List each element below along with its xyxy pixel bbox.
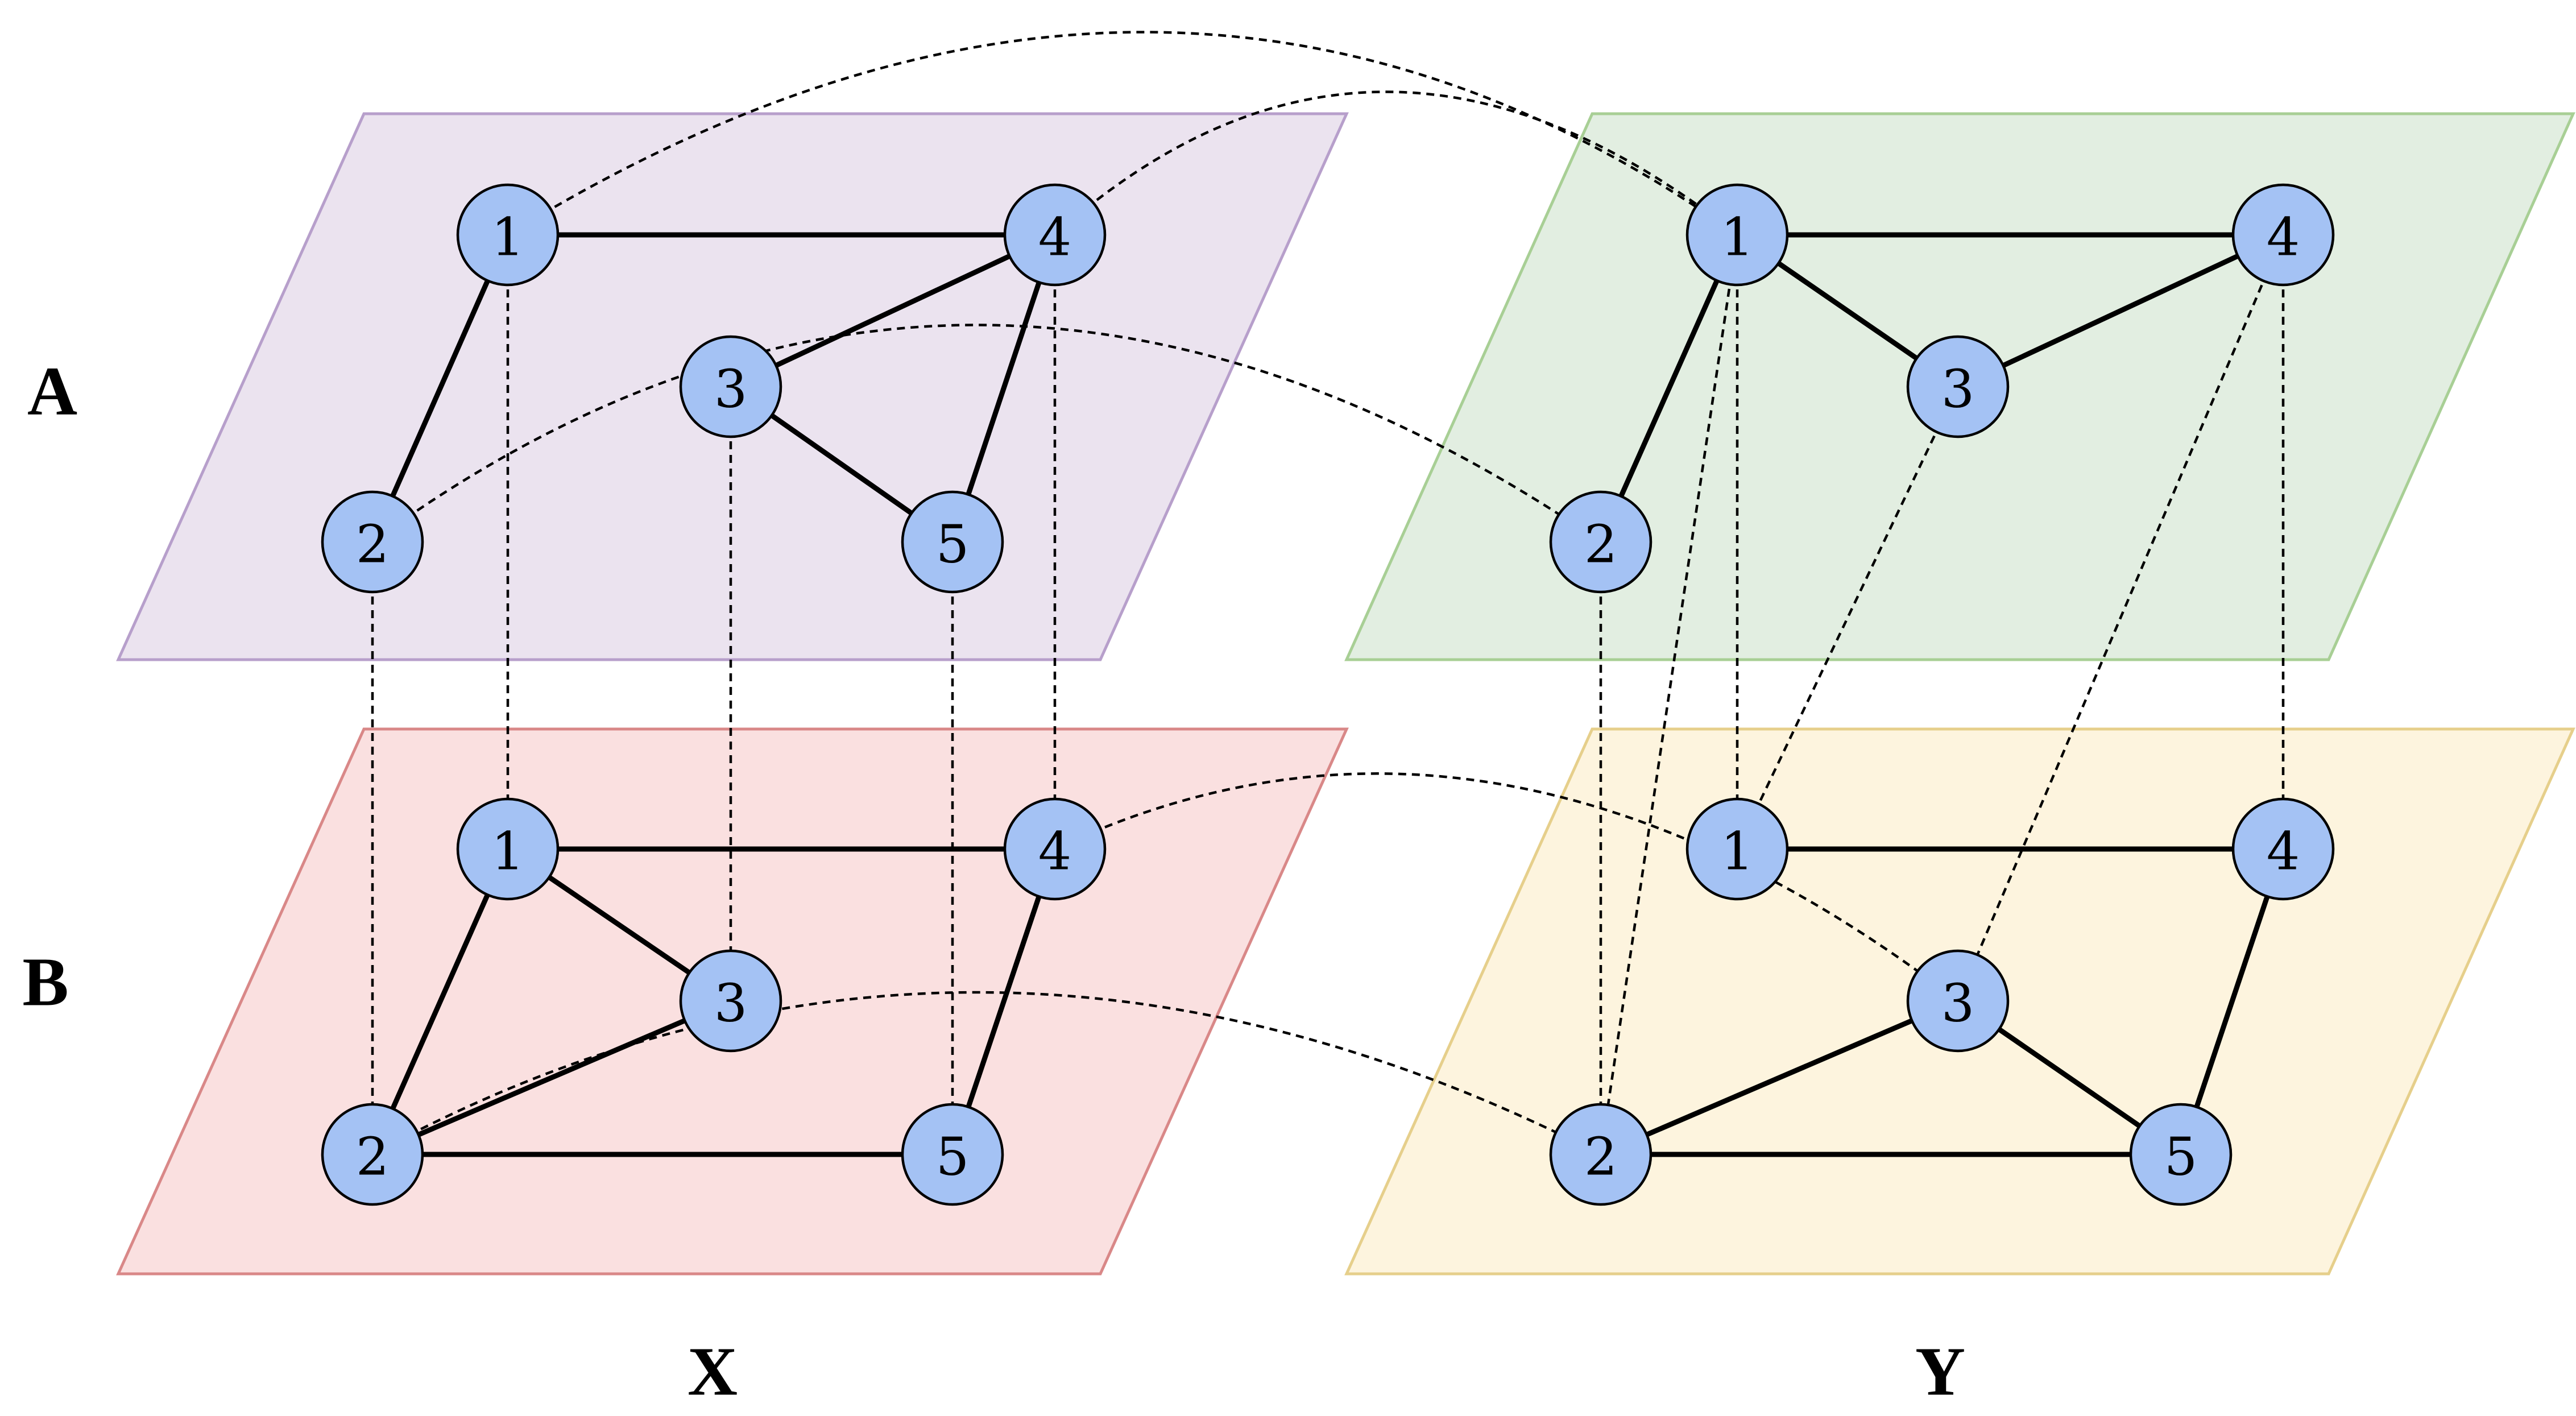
node-circle — [1685, 797, 1789, 901]
node-label: 1 — [1721, 207, 1754, 268]
node-label: 2 — [1584, 514, 1618, 575]
node-ax-4: 4 — [1003, 183, 1107, 287]
node-circle — [456, 797, 560, 901]
node-label: 4 — [1038, 821, 1072, 882]
edge-by-2-3 — [1598, 998, 1961, 1157]
node-label: 3 — [1941, 359, 1975, 420]
node-label: 2 — [356, 1127, 390, 1187]
node-by-3: 3 — [1906, 949, 2010, 1053]
interlayer-link-ay3-by1 — [1736, 386, 1960, 850]
edge-ay-3-4 — [1955, 232, 2286, 390]
interlayer-link-ax1-ay1 — [507, 31, 1738, 236]
node-label: 2 — [1584, 1127, 1618, 1187]
node-circle — [901, 490, 1004, 594]
node-circle — [456, 183, 560, 287]
node-label: 3 — [714, 359, 748, 420]
node-label: 2 — [356, 514, 390, 575]
node-ay-3: 3 — [1906, 335, 2010, 438]
node-ax-2: 2 — [321, 490, 424, 594]
interlayer-link-ay1-by2 — [1599, 234, 1739, 1155]
node-ax-3: 3 — [679, 335, 782, 438]
node-by-2: 2 — [1549, 1103, 1653, 1206]
node-ay-4: 4 — [2231, 183, 2335, 287]
nodes: 1 2 3 4 5 1 2 3 4 5 1 2 3 4 1 2 3 4 5 — [321, 183, 2335, 1206]
row-label-a: A — [27, 353, 77, 430]
node-circle — [1906, 949, 2010, 1053]
node-circle — [1685, 183, 1789, 287]
node-label: 3 — [1941, 973, 1975, 1034]
node-bx-4: 4 — [1003, 797, 1107, 901]
node-by-4: 4 — [2231, 797, 2335, 901]
node-circle — [1549, 490, 1653, 594]
node-label: 5 — [936, 514, 970, 575]
interlayer-link-ax4-ay1 — [1054, 90, 1738, 236]
edge-bx-4-5 — [950, 846, 1058, 1157]
node-label: 1 — [491, 821, 525, 882]
node-circle — [2231, 183, 2335, 287]
node-bx-1: 1 — [456, 797, 560, 901]
node-circle — [321, 1103, 424, 1206]
interlayer-link-ay4-by3 — [1956, 234, 2285, 1001]
edge-ax-1-2 — [370, 232, 511, 545]
intralayer-edges — [370, 232, 2286, 1157]
node-label: 4 — [1038, 207, 1072, 268]
node-by-5: 5 — [2129, 1103, 2233, 1206]
node-ay-2: 2 — [1549, 490, 1653, 594]
node-label: 1 — [491, 207, 525, 268]
node-bx-5: 5 — [901, 1103, 1004, 1206]
node-circle — [679, 949, 782, 1053]
node-label: 5 — [2164, 1127, 2198, 1187]
node-circle — [1906, 335, 2010, 438]
node-bx-3: 3 — [679, 949, 782, 1053]
edge-by-4-5 — [2178, 846, 2286, 1157]
node-circle — [1003, 183, 1107, 287]
node-label: 4 — [2267, 821, 2300, 882]
node-ax-1: 1 — [456, 183, 560, 287]
node-label: 5 — [936, 1127, 970, 1187]
interlayer-link-bx2-by2 — [371, 991, 1602, 1156]
node-circle — [679, 335, 782, 438]
node-circle — [321, 490, 424, 594]
edge-ax-4-5 — [950, 232, 1058, 545]
node-ay-1: 1 — [1685, 183, 1789, 287]
node-by-1: 1 — [1685, 797, 1789, 901]
node-circle — [901, 1103, 1004, 1206]
node-circle — [1003, 797, 1107, 901]
node-bx-2: 2 — [321, 1103, 424, 1206]
node-circle — [2129, 1103, 2233, 1206]
edge-ay-1-2 — [1598, 232, 1740, 545]
node-circle — [1549, 1103, 1653, 1206]
node-circle — [2231, 797, 2335, 901]
node-label: 3 — [714, 973, 748, 1034]
interlayer-links — [371, 31, 2285, 1156]
edge-ax-4-3 — [728, 232, 1058, 390]
edge-bx-2-3 — [370, 998, 734, 1157]
node-label: 1 — [1721, 821, 1754, 882]
edge-bx-1-2 — [370, 846, 511, 1157]
node-ax-5: 5 — [901, 490, 1004, 594]
row-label-b: B — [22, 944, 68, 1021]
column-label-y: Y — [1915, 1334, 1965, 1410]
column-label-x: X — [688, 1334, 738, 1410]
interlayer-link-bx4-by3 — [1054, 772, 1959, 1002]
node-label: 4 — [2267, 207, 2300, 268]
